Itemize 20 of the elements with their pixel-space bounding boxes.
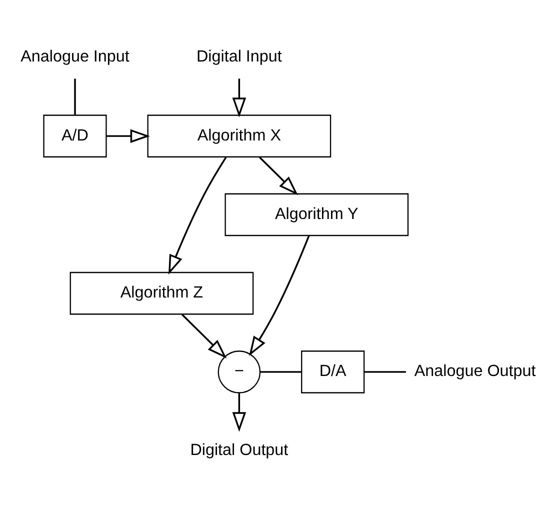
node-box: D/A xyxy=(301,350,365,394)
node-text: Digital Input xyxy=(196,48,282,66)
arrow xyxy=(168,156,227,275)
arrow xyxy=(232,78,246,118)
node-box: Algorithm Y xyxy=(224,193,409,236)
node-text: Digital Output xyxy=(190,440,288,459)
node-box: Algorithm Z xyxy=(70,272,254,315)
connector xyxy=(74,78,76,115)
arrow xyxy=(181,314,227,358)
connector xyxy=(260,371,302,373)
arrow xyxy=(249,235,310,356)
connector xyxy=(364,371,406,373)
node-box: Algorithm X xyxy=(147,114,332,158)
arrow xyxy=(232,393,246,432)
arrow xyxy=(106,129,150,143)
node-text: Analogue Output xyxy=(414,362,536,380)
arrow xyxy=(258,156,298,196)
node-text: Analogue Input xyxy=(20,48,130,66)
node-box: A/D xyxy=(43,114,107,158)
node-circle: − xyxy=(218,350,261,394)
